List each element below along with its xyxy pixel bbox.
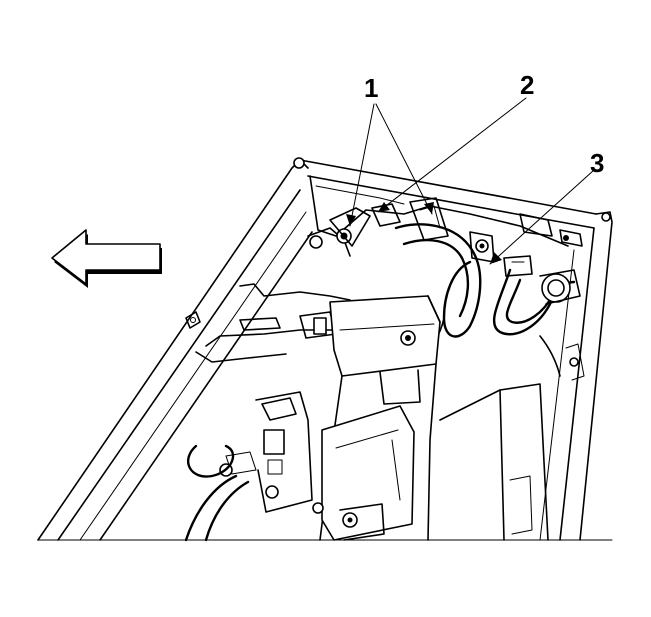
hold-down-strap xyxy=(195,283,351,363)
callout-labels: 1 2 3 xyxy=(364,70,604,178)
battery-tray-frame xyxy=(37,157,613,541)
callout-3: 3 xyxy=(590,148,604,178)
leader-1a xyxy=(349,103,375,227)
lower-left-cable xyxy=(184,444,250,542)
leader-2 xyxy=(377,97,527,213)
callout-1: 1 xyxy=(364,73,378,103)
right-side-panel xyxy=(439,335,585,541)
leader-3 xyxy=(489,169,595,265)
battery-case xyxy=(312,295,441,541)
callout-2: 2 xyxy=(520,70,534,100)
leader-1b xyxy=(375,103,433,215)
direction-arrow xyxy=(51,229,162,288)
right-cable-run xyxy=(492,255,581,336)
callout-leaders xyxy=(346,97,595,265)
